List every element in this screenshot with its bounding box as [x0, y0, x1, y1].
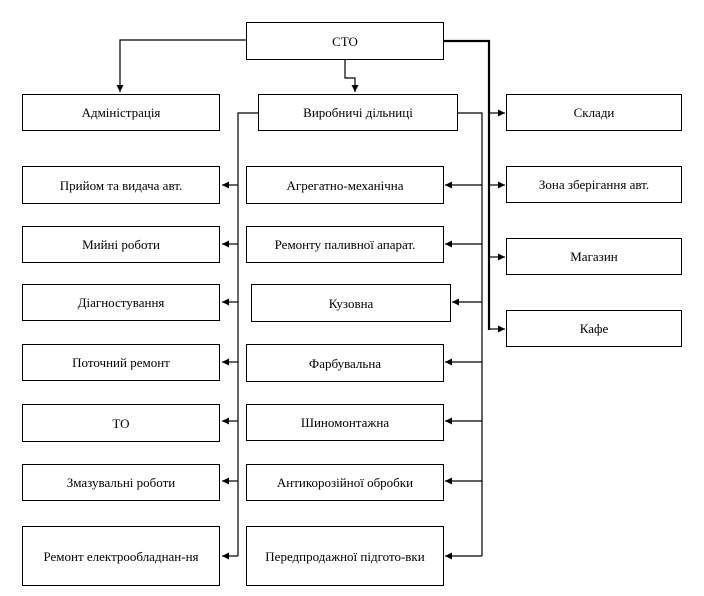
aggregate-mechanical-node: Агрегатно-механічна	[246, 166, 444, 204]
administration-node: Адміністрація	[22, 94, 220, 131]
cafe-node: Кафе	[506, 310, 682, 347]
current-repair-node: Поточний ремонт	[22, 344, 220, 381]
production-sections-node: Виробничі дільниці	[258, 94, 458, 131]
fuel-equipment-repair-node: Ремонту паливної апарат.	[246, 226, 444, 263]
root-node: СТО	[246, 22, 444, 60]
paint-shop-node: Фарбувальна	[246, 344, 444, 382]
body-shop-node: Кузовна	[251, 284, 451, 322]
tire-fitting-node: Шиномонтажна	[246, 404, 444, 441]
presale-preparation-node: Передпродажної підгото-вки	[246, 526, 444, 586]
production-right-trunk	[458, 112, 483, 556]
washing-node: Мийні роботи	[22, 226, 220, 263]
root-right-trunk	[444, 39, 491, 330]
root-to-admin-arrow	[116, 39, 246, 92]
reception-node: Прийом та видача авт.	[22, 166, 220, 204]
shop-node: Магазин	[506, 238, 682, 275]
maintenance-node: ТО	[22, 404, 220, 442]
warehouse-node: Склади	[506, 94, 682, 131]
diagnostics-node: Діагностування	[22, 284, 220, 321]
anticorrosion-node: Антикорозійної обробки	[246, 464, 444, 501]
vehicle-storage-node: Зона зберігання авт.	[506, 166, 682, 203]
electrical-repair-node: Ремонт електрообладнан-ня	[22, 526, 220, 586]
root-to-production-arrow	[344, 60, 359, 92]
production-left-trunk	[237, 112, 260, 556]
lubrication-node: Змазувальні роботи	[22, 464, 220, 501]
